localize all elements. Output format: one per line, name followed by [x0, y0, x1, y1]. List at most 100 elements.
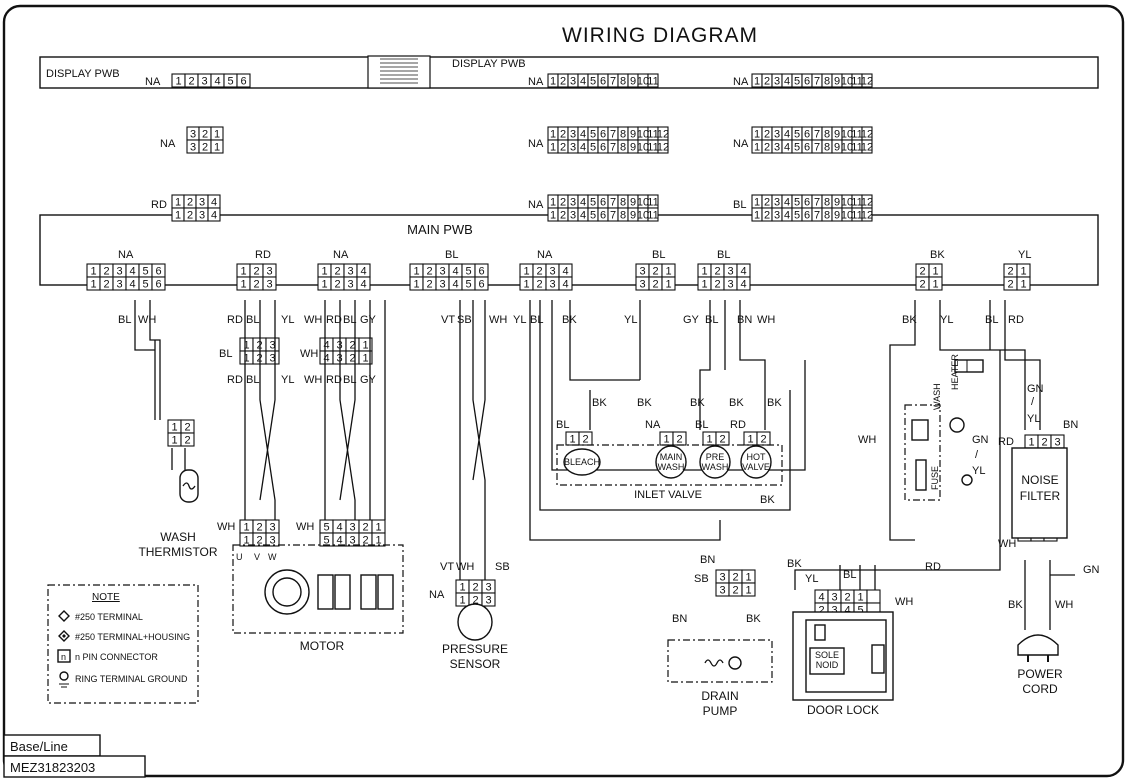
wire-color-label: YL	[1018, 249, 1031, 261]
disp-cn7-pin-number: 3	[199, 210, 205, 222]
disp-cn2-pin-number: 11	[647, 76, 658, 88]
ps-cn-pin	[481, 592, 496, 607]
ps-cn-pin-number: 3	[485, 595, 491, 607]
pressure-sensor: PRESSURE SENSOR	[442, 603, 508, 671]
main-cn4-pin-number: 5	[465, 279, 471, 291]
wire-color-label: RD	[151, 199, 167, 211]
main-cn8-pin	[928, 276, 943, 291]
pressure-sensor-label: PRESSURE	[442, 642, 508, 656]
main-cn7-pin-number: 3	[727, 266, 733, 278]
disp-cn9-pin-number: 6	[804, 210, 810, 222]
main-cn6-pin-number: 3	[639, 279, 645, 291]
main-cn2-pin-number: 2	[253, 266, 259, 278]
disp-cn6-pin-number: 12	[861, 142, 873, 154]
disp-cn4-pin	[210, 139, 224, 154]
disp-cn7-pin-number: 1	[175, 197, 181, 209]
disp-cn3-pin	[861, 73, 873, 88]
disp-cn6-pin-number: 11	[851, 129, 862, 141]
disp-cn9-pin-number: 12	[861, 210, 873, 222]
pressure-sensor-label-2: SENSOR	[450, 657, 501, 671]
main-pwb-label: MAIN PWB	[407, 222, 473, 237]
wire-color-label: GY	[360, 314, 377, 326]
main-cn3-pin-number: 4	[360, 266, 366, 278]
wire-color-label: BL	[343, 314, 356, 326]
wire-color-label: RD	[255, 249, 271, 261]
heater-assembly: HEATER WASH FUSE	[904, 354, 984, 501]
disp-cn2-pin-number: 5	[590, 76, 596, 88]
wire-color-label: GY	[683, 314, 700, 326]
drain-pump-label: DRAIN	[701, 689, 738, 703]
motor-cn2-pin-number: 5	[323, 522, 329, 534]
valve-cn2-pin-number: 1	[663, 434, 669, 446]
wire-color-label: BK	[767, 397, 782, 409]
disp-cn9-pin-number: 11	[851, 210, 862, 222]
disp-cn8-pin-number: 5	[590, 197, 596, 209]
valve-cn4-pin-number: 2	[760, 434, 766, 446]
wire-color-label: GY	[360, 374, 377, 386]
mid-cn1-pin-number: 3	[269, 340, 275, 352]
disp-cn5-pin-number: 1	[550, 142, 556, 154]
wire-color-label: BL	[705, 314, 718, 326]
disp-cn6-pin-number: 5	[794, 129, 800, 141]
wire-color-label: YL	[624, 314, 637, 326]
wire-color-label: RD	[326, 314, 342, 326]
disp-cn8-pin-number: 10	[637, 197, 649, 209]
main-cn4-pin-number: 4	[452, 266, 458, 278]
wash-thermistor: WASH THERMISTOR	[138, 469, 218, 559]
valve-cn3-pin-number: 2	[719, 434, 725, 446]
lock-cn-pin-number: 2	[818, 605, 824, 617]
disp-cn8-pin-number: 8	[620, 210, 626, 222]
main-cn5-pin-number: 3	[549, 266, 555, 278]
wire-color-label: WH	[489, 314, 507, 326]
disp-cn1-pin-number: 3	[201, 76, 207, 88]
main-cn1-pin	[151, 276, 166, 291]
disp-cn8-pin-number: 10	[637, 210, 649, 222]
wire-color-label: BK	[1008, 599, 1023, 611]
main-cn6-pin-number: 3	[639, 266, 645, 278]
disp-cn2-pin-number: 7	[610, 76, 616, 88]
motor-cn1-pin-number: 3	[269, 522, 275, 534]
wire-color-label: BK	[930, 249, 945, 261]
motor-cn1-pin-number: 3	[269, 535, 275, 547]
wire-color-label: NA	[145, 76, 161, 88]
disp-cn9-pin-number: 7	[814, 210, 820, 222]
disp-cn9-pin-number: 1	[754, 210, 760, 222]
disp-cn5-pin-number: 7	[610, 129, 616, 141]
note-title: NOTE	[92, 592, 120, 603]
nf-cn1-pin-number: 2	[1041, 437, 1047, 449]
disp-cn6-pin-number: 11	[851, 142, 862, 154]
disp-cn3-pin-number: 2	[764, 76, 770, 88]
disp-cn8-pin-number: 11	[647, 210, 658, 222]
main-cn1-pin-number: 4	[129, 279, 135, 291]
display-pwb-label-left: DISPLAY PWB	[46, 68, 120, 80]
disp-cn1-pin-number: 6	[240, 76, 246, 88]
main-cn4-pin-number: 6	[478, 279, 484, 291]
motor-cn2-pin-number: 4	[336, 535, 342, 547]
disp-cn7-pin-number: 4	[211, 197, 217, 209]
main-cn4-pin-number: 3	[439, 266, 445, 278]
disp-cn6-pin-number: 4	[784, 129, 790, 141]
motor-cn1-pin-number: 1	[243, 522, 249, 534]
disp-cn6-pin-number: 1	[754, 129, 760, 141]
disp-cn5-pin-number: 9	[630, 142, 636, 154]
disp-cn9-pin-number: 10	[841, 210, 853, 222]
disp-cn9-pin-number: 8	[824, 197, 830, 209]
disp-cn7-pin-number: 4	[211, 210, 217, 222]
valve-pre-wash	[699, 445, 731, 479]
disp-cn5-pin-number: 4	[580, 142, 586, 154]
wire-color-label: BN	[672, 613, 687, 625]
disp-cn8-pin-number: 8	[620, 197, 626, 209]
disp-cn3-pin-number: 11	[851, 76, 862, 88]
therm-cn-pin-number: 2	[184, 435, 190, 447]
valve-pre-wash-label: PRE	[706, 452, 725, 462]
disp-cn9-pin	[861, 207, 873, 222]
wash-thermistor-label-2: THERMISTOR	[138, 545, 217, 559]
wire-color-label: WH	[138, 314, 156, 326]
disp-cn1-pin	[236, 73, 251, 88]
main-cn4-pin-number: 2	[426, 266, 432, 278]
motor-label: MOTOR	[300, 639, 345, 653]
disp-cn8-pin-number: 3	[570, 210, 576, 222]
main-cn5-pin-number: 3	[549, 279, 555, 291]
pump-cn-pin-number: 3	[719, 572, 725, 584]
main-cn4-pin-number: 1	[413, 279, 419, 291]
